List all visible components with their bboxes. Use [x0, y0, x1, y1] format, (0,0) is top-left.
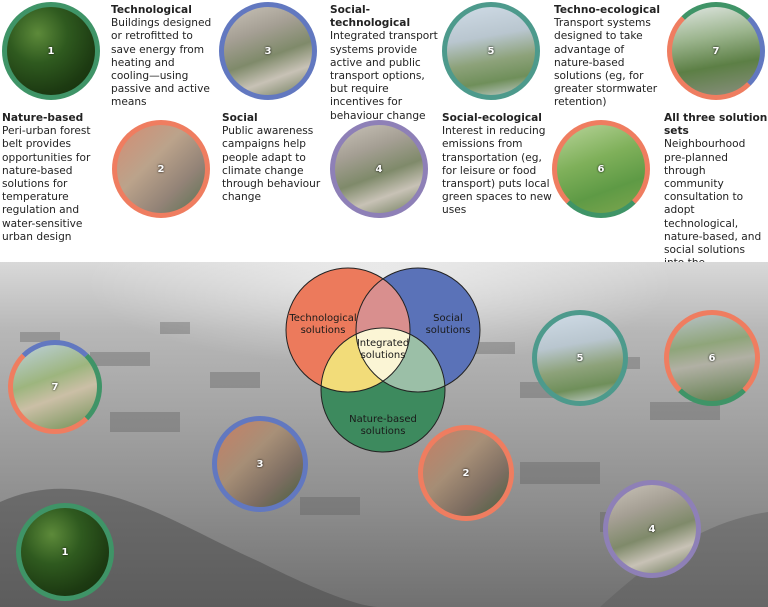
photo-2-rooftops: 2 — [112, 120, 210, 218]
desc-title: Social — [222, 112, 258, 124]
photo-number: 4 — [375, 163, 383, 175]
map-photo-4: 4 — [603, 480, 701, 578]
venn-label-integrated: Integrated solutions — [356, 338, 410, 361]
map-photo-5: 5 — [532, 310, 628, 406]
photo-number: 3 — [264, 45, 272, 57]
desc-title: All three solution sets — [664, 112, 768, 138]
desc-body: Public awareness campaigns help people a… — [222, 125, 321, 204]
photo-number: 5 — [487, 45, 495, 57]
desc-body: Peri-urban forest belt provides opportun… — [2, 125, 91, 243]
desc-social: Social Public awareness campaigns help p… — [222, 112, 322, 204]
map-photo-3: 3 — [212, 416, 308, 512]
photo-number: 2 — [462, 467, 470, 479]
desc-body: Integrated transport systems provide act… — [330, 30, 438, 122]
venn-label-social: Social solutions — [425, 313, 471, 336]
photo-6-tram: 6 — [552, 120, 650, 218]
desc-techno-ecological: Techno-ecological Transport systems desi… — [554, 4, 662, 110]
desc-title: Technological — [111, 4, 192, 16]
desc-social-technological: Social-technological Integrated transpor… — [330, 4, 442, 123]
photo-number: 1 — [61, 546, 69, 558]
map-photo-1: 1 — [16, 503, 114, 601]
photo-number: 1 — [47, 45, 55, 57]
desc-all-three: All three solution sets Neighbourhood pr… — [664, 112, 768, 284]
venn-label-technological: Technological solutions — [289, 313, 357, 336]
desc-nature-based: Nature-based Peri-urban forest belt prov… — [2, 112, 112, 244]
photo-number: 6 — [597, 163, 605, 175]
map-photo-6: 6 — [664, 310, 760, 406]
desc-social-ecological: Social-ecological Interest in reducing e… — [442, 112, 552, 218]
photo-5-housing: 5 — [442, 2, 540, 100]
desc-title: Social-technological — [330, 4, 411, 30]
desc-body: Buildings designed or retrofitted to sav… — [111, 17, 212, 109]
photo-number: 2 — [157, 163, 165, 175]
photo-number: 3 — [256, 458, 264, 470]
desc-title: Techno-ecological — [554, 4, 660, 16]
photo-number: 7 — [712, 45, 720, 57]
photo-number: 4 — [648, 523, 656, 535]
desc-title: Nature-based — [2, 112, 84, 124]
desc-body: Transport systems designed to take advan… — [554, 17, 658, 109]
desc-title: Social-ecological — [442, 112, 542, 124]
photo-7-green-street: 7 — [667, 2, 765, 100]
map-photo-7: 7 — [8, 340, 102, 434]
photo-number: 5 — [576, 352, 584, 364]
photo-4-street-aerial: 4 — [330, 120, 428, 218]
desc-technological: Technological Buildings designed or retr… — [111, 4, 215, 110]
venn-label-nature: Nature-based solutions — [349, 414, 417, 437]
photo-1-forest: 1 — [2, 2, 100, 100]
desc-body: Neighbourhood pre-planned through commun… — [664, 138, 762, 282]
desc-body: Interest in reducing emissions from tran… — [442, 125, 552, 217]
photo-number: 6 — [708, 352, 716, 364]
photo-number: 7 — [51, 381, 59, 393]
photo-3-street: 3 — [219, 2, 317, 100]
map-photo-2: 2 — [418, 425, 514, 521]
